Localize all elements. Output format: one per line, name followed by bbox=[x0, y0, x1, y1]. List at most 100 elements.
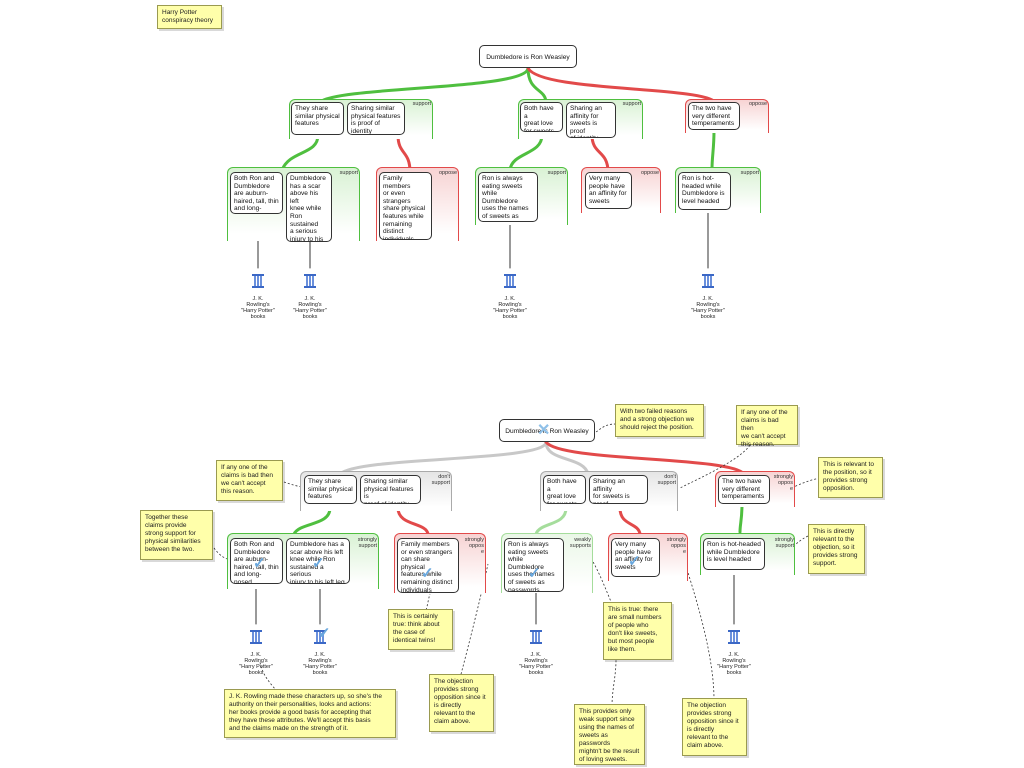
link-top-claim-reason3 bbox=[526, 66, 717, 104]
top-source3[interactable]: J. K. Rowling's "Harry Potter" books bbox=[485, 268, 535, 320]
pillar-icon bbox=[314, 630, 326, 644]
note-direct-support[interactable]: This is directly relevant to the objecti… bbox=[808, 524, 865, 574]
pillar-icon bbox=[702, 274, 714, 288]
note-reason1-bad-claim[interactable]: If any one of the claims is bad then we … bbox=[216, 460, 283, 501]
bottom-main-claim[interactable]: Dumbledore is Ron Weasley bbox=[499, 419, 595, 442]
bottom-reason2-label: don't support bbox=[657, 474, 676, 486]
bottom-r2-premise2[interactable]: Sharing an affinity for sweets is proof … bbox=[589, 475, 648, 504]
bottom-sub2-label: strongly oppos e bbox=[464, 537, 484, 555]
bottom-sub1-premise2[interactable]: Dumbledore has a scar above his left kne… bbox=[286, 538, 350, 584]
note-reason2-bad-claim[interactable]: If any one of the claims is bad then we … bbox=[736, 405, 798, 448]
top-reason1-label: support bbox=[412, 101, 431, 107]
top-sub3-label: support bbox=[547, 170, 566, 176]
link-bot-r3-sub5 bbox=[738, 502, 744, 534]
bottom-source1-label: J. K. Rowling's "Harry Potter" books bbox=[239, 652, 273, 676]
top-source4[interactable]: J. K. Rowling's "Harry Potter" books bbox=[683, 268, 733, 320]
rejected-x-icon: ✕ bbox=[537, 422, 551, 439]
accepted-check-icon: ✓ bbox=[253, 555, 266, 572]
source-check-icon: ✓ bbox=[318, 625, 331, 642]
top-sub5-label: support bbox=[740, 170, 759, 176]
bottom-r1-premise1[interactable]: They share similar physical features bbox=[304, 475, 357, 504]
bottom-sub3-label: weakly supports bbox=[569, 537, 591, 549]
top-source3-label: J. K. Rowling's "Harry Potter" books bbox=[493, 296, 527, 320]
top-sub2-premise1[interactable]: Family members or even strangers share p… bbox=[379, 172, 432, 240]
link-bot-r1-sub1 bbox=[292, 506, 332, 536]
accepted-check-icon: ✓ bbox=[421, 565, 434, 582]
note-rowling-authority[interactable]: J. K. Rowling made these characters up, … bbox=[224, 689, 396, 738]
link-bot-r2-sub4 bbox=[618, 506, 642, 536]
note-sweets-true[interactable]: This is true: there are small numbers of… bbox=[603, 602, 672, 660]
top-reason3-label: oppose bbox=[748, 101, 767, 107]
leader-note-sweets-true bbox=[591, 559, 613, 605]
bottom-source1[interactable]: J. K. Rowling's "Harry Potter" books bbox=[231, 624, 281, 676]
top-r2-premise1[interactable]: Both have a great love for sweets bbox=[520, 102, 563, 132]
top-sub1-premise2[interactable]: Dumbledore has a scar above his left kne… bbox=[286, 172, 332, 242]
bottom-source2-label: J. K. Rowling's "Harry Potter" books bbox=[303, 652, 337, 676]
bottom-sub5-premise1[interactable]: Ron is hot-headed while Dumbledore is le… bbox=[703, 538, 765, 570]
top-source2-label: J. K. Rowling's "Harry Potter" books bbox=[293, 296, 327, 320]
pillar-icon bbox=[530, 630, 542, 644]
accepted-check-icon: ✓ bbox=[312, 555, 325, 572]
top-sub1-premise1[interactable]: Both Ron and Dumbledore are auburn- hair… bbox=[230, 172, 283, 214]
bottom-r1-premise2[interactable]: Sharing similar physical features is pro… bbox=[360, 475, 421, 504]
link-bot-claim-reason1 bbox=[338, 440, 548, 476]
bottom-source4-label: J. K. Rowling's "Harry Potter" books bbox=[717, 652, 751, 676]
bottom-sub1-premise1[interactable]: Both Ron and Dumbledore are auburn- hair… bbox=[230, 538, 283, 584]
pillar-icon bbox=[504, 274, 516, 288]
leader-note-twins bbox=[425, 593, 431, 611]
bottom-sub5-label: strongly support bbox=[774, 537, 794, 549]
link-top-r2-sub3 bbox=[508, 133, 544, 172]
top-main-claim[interactable]: Dumbledore is Ron Weasley bbox=[479, 45, 577, 68]
bottom-reason3-label: strongly oppos e bbox=[773, 474, 793, 492]
link-bot-r1-sub2 bbox=[396, 506, 430, 536]
link-top-r3-sub5 bbox=[710, 128, 716, 172]
top-source1-label: J. K. Rowling's "Harry Potter" books bbox=[241, 296, 275, 320]
top-sub5-premise1[interactable]: Ron is hot- headed while Dumbledore is l… bbox=[678, 172, 731, 210]
accepted-check-icon: ✓ bbox=[628, 553, 641, 570]
bottom-source4[interactable]: J. K. Rowling's "Harry Potter" books bbox=[709, 624, 759, 676]
top-source2[interactable]: J. K. Rowling's "Harry Potter" books bbox=[285, 268, 335, 320]
link-bot-claim-reason2 bbox=[544, 440, 590, 476]
leader-note-rowling bbox=[259, 661, 281, 695]
leader-note-objection2 bbox=[683, 559, 715, 701]
bottom-sub3-premise1[interactable]: Ron is always eating sweets while Dumble… bbox=[504, 538, 564, 592]
bottom-sub1-label: strongly support bbox=[357, 537, 377, 549]
link-bot-r2-sub3 bbox=[534, 506, 568, 536]
leader-note-weak bbox=[611, 659, 617, 707]
leader-note-relevant bbox=[793, 477, 821, 488]
top-sub1-label: support bbox=[339, 170, 358, 176]
bottom-sub4-premise1[interactable]: Very many people have an affinity for sw… bbox=[611, 538, 660, 577]
note-objection-strong-2[interactable]: The objection provides strong opposition… bbox=[682, 698, 747, 756]
pillar-icon bbox=[252, 274, 264, 288]
top-sub4-premise1[interactable]: Very many people have an affinity for sw… bbox=[585, 172, 632, 209]
leader-note-reject bbox=[595, 423, 617, 433]
bottom-sub4-label: strongly oppos e bbox=[666, 537, 686, 555]
note-reject-position[interactable]: With two failed reasons and a strong obj… bbox=[615, 404, 704, 437]
bottom-r3-premise1[interactable]: The two have very different temperaments bbox=[718, 475, 770, 504]
top-r3-premise1[interactable]: The two have very different temperaments bbox=[688, 102, 740, 130]
top-r1-premise1[interactable]: They share similar physical features bbox=[291, 102, 344, 135]
top-sub3-premise1[interactable]: Ron is always eating sweets while Dumble… bbox=[478, 172, 538, 222]
bottom-reason1-label: don't support bbox=[431, 474, 450, 486]
note-objection-strong-1[interactable]: The objection provides strong opposition… bbox=[429, 674, 494, 732]
top-sub2-label: oppose bbox=[438, 170, 457, 176]
top-source1[interactable]: J. K. Rowling's "Harry Potter" books bbox=[233, 268, 283, 320]
top-source4-label: J. K. Rowling's "Harry Potter" books bbox=[691, 296, 725, 320]
bottom-sub2-premise1[interactable]: Family members or even strangers can sha… bbox=[397, 538, 459, 593]
bottom-source3-label: J. K. Rowling's "Harry Potter" books bbox=[519, 652, 553, 676]
accepted-check-icon: ✓ bbox=[528, 565, 541, 582]
note-together-support[interactable]: Together these claims provide strong sup… bbox=[140, 510, 213, 560]
note-weak-support[interactable]: This provides only weak support since us… bbox=[574, 704, 645, 765]
top-reason2-label: support bbox=[622, 101, 641, 107]
title-note: Harry Potter conspiracy theory bbox=[157, 5, 222, 29]
note-identical-twins[interactable]: This is certainly true: think about the … bbox=[388, 609, 453, 650]
note-relevant-position[interactable]: This is relevant to the position, so it … bbox=[818, 457, 883, 498]
top-r2-premise2[interactable]: Sharing an affinity for sweets is proof … bbox=[566, 102, 616, 138]
bottom-r2-premise1[interactable]: Both have a great love for sweets bbox=[543, 475, 586, 504]
bottom-source3[interactable]: J. K. Rowling's "Harry Potter" books bbox=[511, 624, 561, 676]
bottom-source2[interactable]: J. K. Rowling's "Harry Potter" books bbox=[295, 624, 345, 676]
top-r1-premise2[interactable]: Sharing similar physical features is pro… bbox=[347, 102, 405, 135]
link-bot-claim-reason3 bbox=[544, 440, 746, 476]
